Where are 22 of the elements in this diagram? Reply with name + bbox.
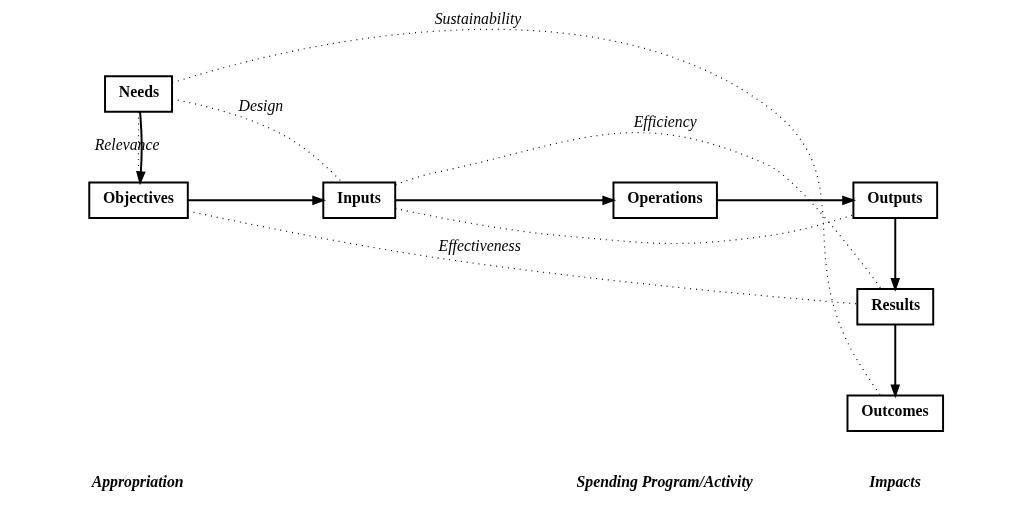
node-box: Inputs [321, 181, 396, 220]
edge-label: Efficiency [633, 113, 697, 131]
node-box: Outputs [851, 181, 938, 220]
node-box: Operations [612, 181, 718, 220]
connector [394, 207, 854, 245]
arrow [393, 195, 616, 206]
arrow [186, 195, 326, 206]
label: Spending Program/Activity [576, 472, 753, 490]
node-box: Results [855, 288, 934, 326]
arrow [715, 195, 856, 206]
node-box: Objectives [87, 181, 189, 220]
arrow [889, 323, 900, 399]
edge-label: Design [238, 97, 283, 115]
arrow [135, 111, 146, 186]
connector [394, 132, 882, 290]
arrow [889, 217, 900, 292]
label: Appropriation [91, 472, 184, 490]
node-box: Outcomes [846, 394, 944, 432]
node-box: Needs [103, 75, 173, 113]
edge-label: Effectiveness [438, 237, 521, 255]
label: Impacts [868, 472, 921, 490]
edge-label: Sustainability [434, 9, 521, 27]
